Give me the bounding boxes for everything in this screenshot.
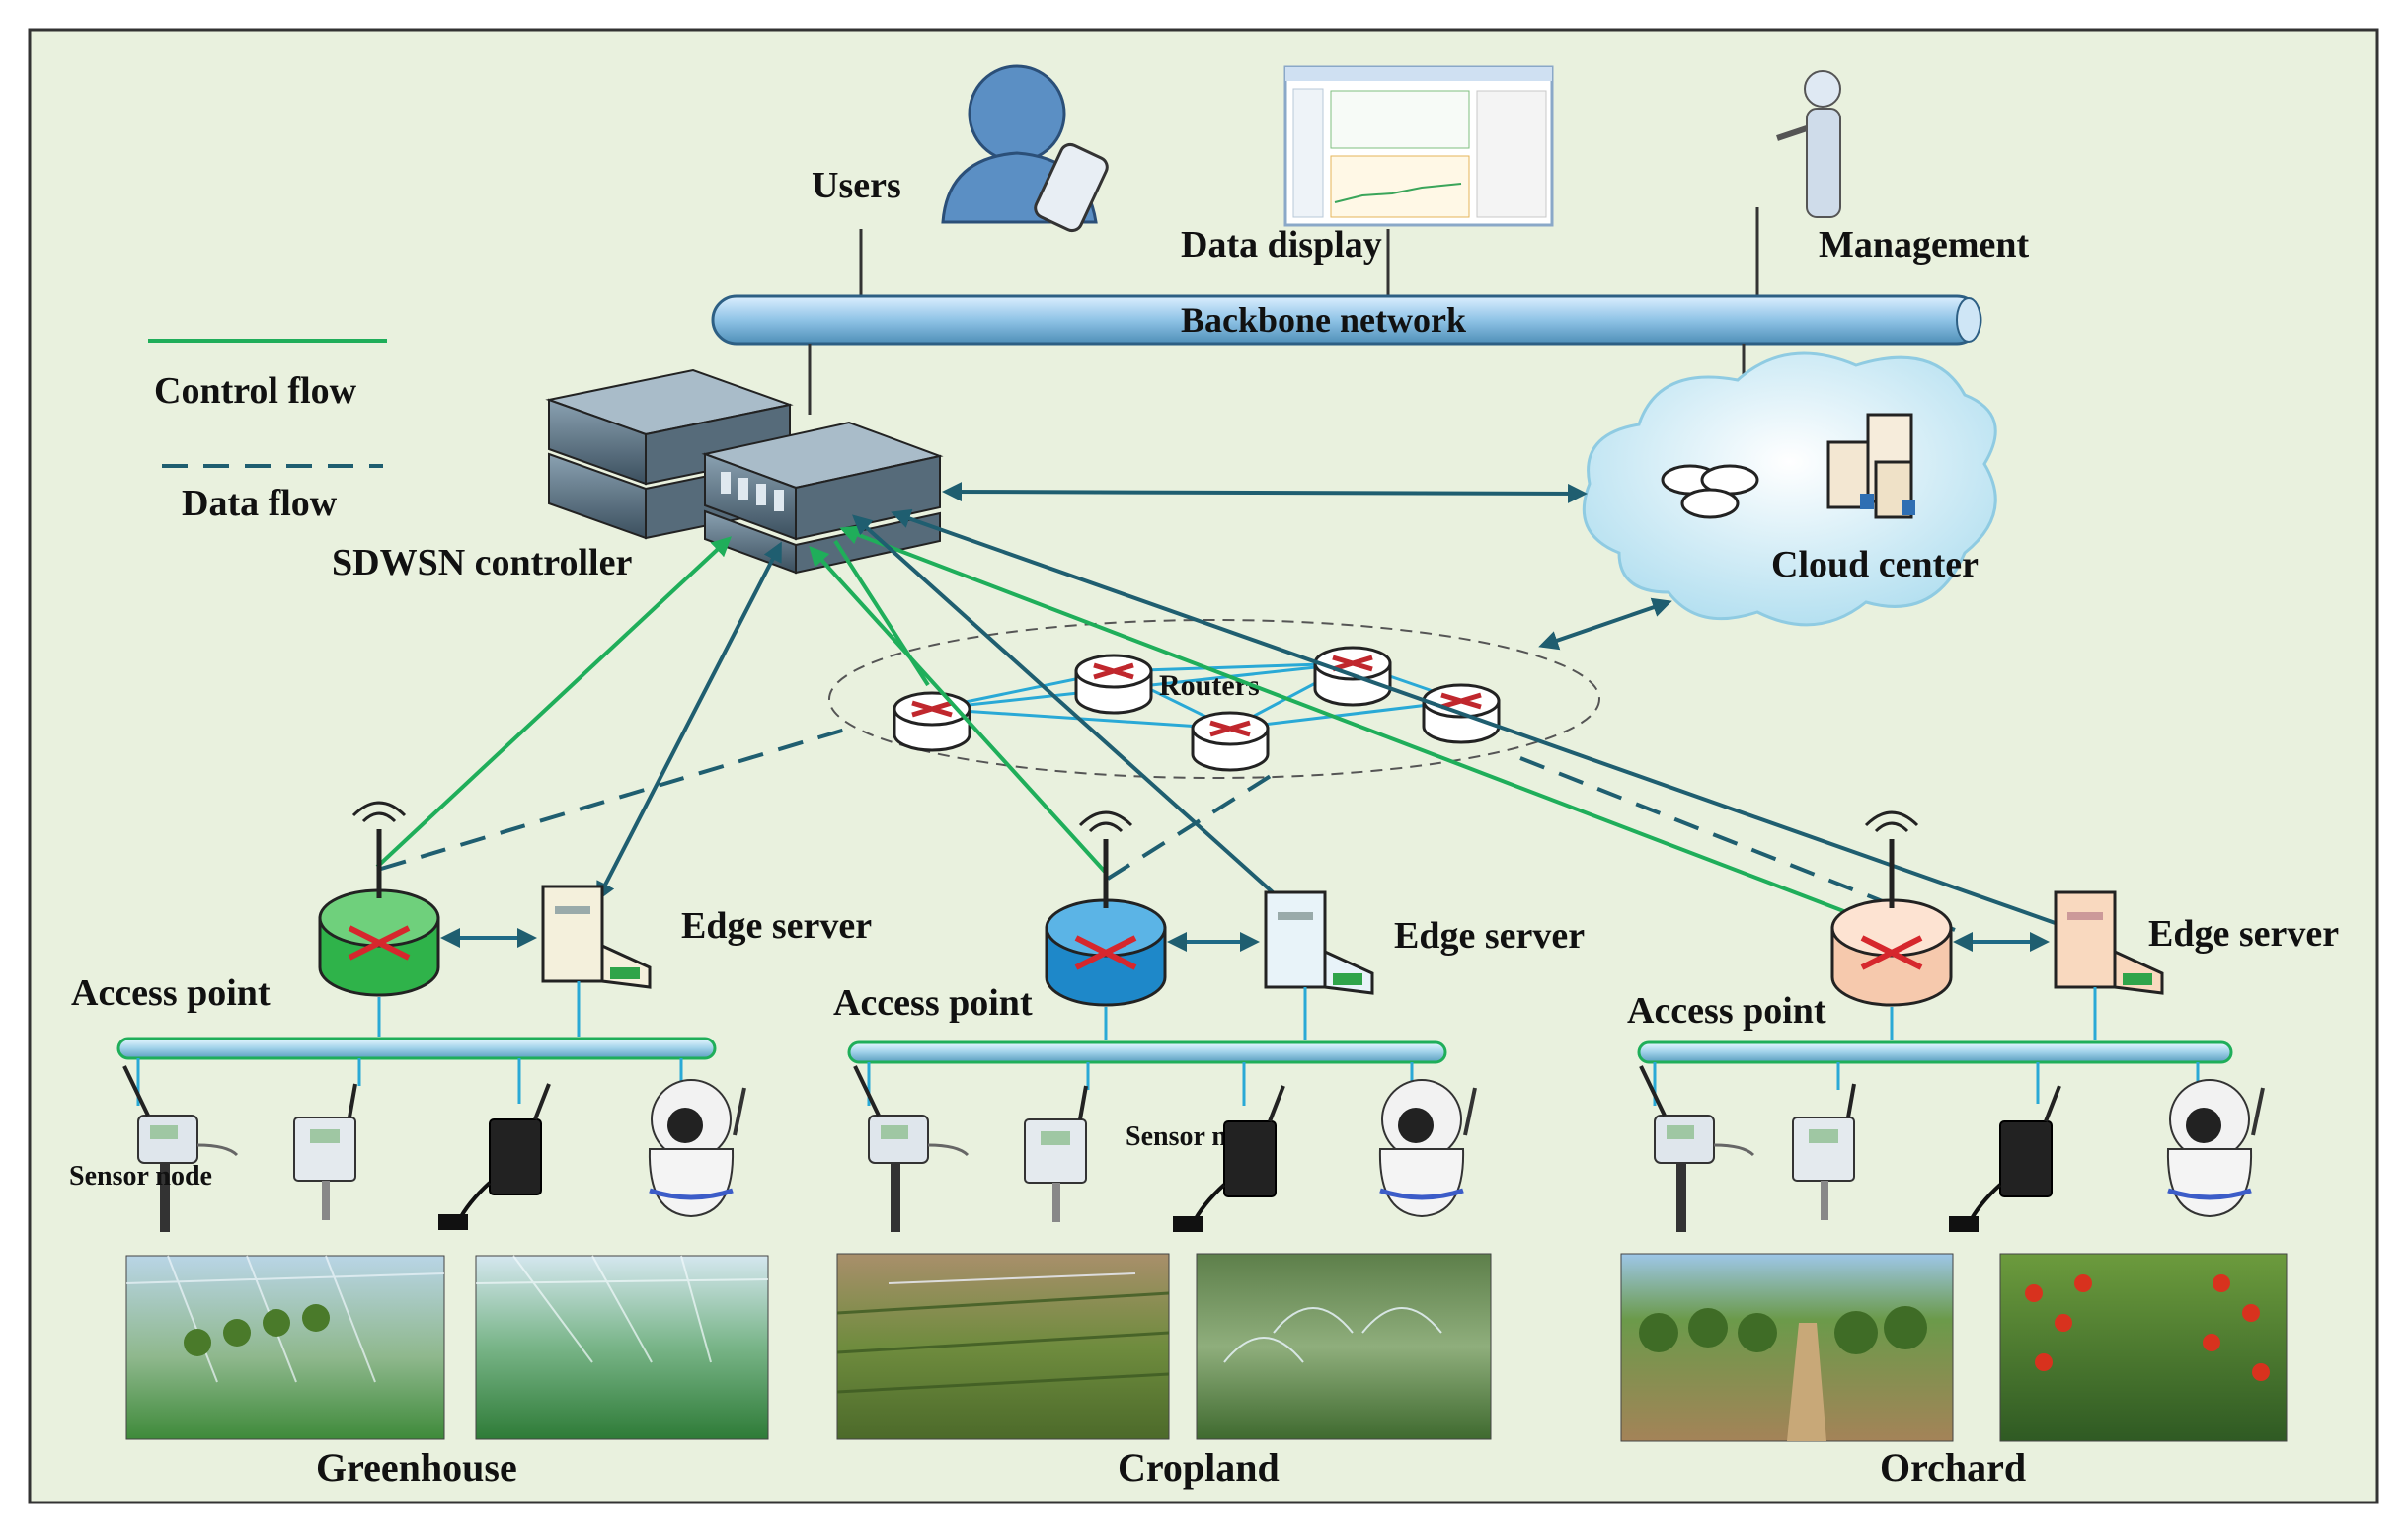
cloud-center-label: Cloud center <box>1771 544 1979 585</box>
greenhouse-zone: Edge server Access point Sensor node <box>69 801 872 1490</box>
orchard-photo-2 <box>1999 1253 2288 1442</box>
sensor-node-probe-icon <box>122 1065 239 1232</box>
data-flow-legend-label: Data flow <box>182 483 338 524</box>
router-1-icon <box>893 691 971 752</box>
orchard-zone: Edge server Access point <box>1620 810 2339 1490</box>
users-icon <box>941 64 1109 233</box>
backbone-network-label: Backbone network <box>1181 300 1466 340</box>
greenhouse-bus <box>116 1037 717 1060</box>
sdwsn-controller-server-rack <box>545 368 944 575</box>
orchard-access-point-label: Access point <box>1627 990 1826 1032</box>
cropland-edge-server-label: Edge server <box>1394 915 1585 957</box>
cropland-photo-2 <box>1196 1253 1492 1440</box>
greenhouse-edge-server-icon <box>541 885 652 989</box>
sensor-node-probe-icon <box>853 1065 970 1232</box>
cropland-zone: Edge server Access point Sensor node <box>833 810 1585 1490</box>
orchard-zone-label: Orchard <box>1880 1445 2026 1490</box>
data-display-screen-icon <box>1283 65 1554 227</box>
greenhouse-access-point-label: Access point <box>71 972 271 1014</box>
sensor-node-probe-icon <box>1639 1065 1755 1232</box>
orchard-edge-server-icon <box>2054 890 2164 995</box>
cropland-bus <box>847 1040 1447 1064</box>
sensor-box-icon <box>1792 1083 1856 1220</box>
cropland-edge-server-icon <box>1264 890 1374 995</box>
management-icon <box>1776 70 1841 218</box>
orchard-bus <box>1637 1040 2233 1064</box>
greenhouse-sensor-node-label: Sensor node <box>69 1161 212 1192</box>
camera-icon <box>2166 1079 2265 1218</box>
greenhouse-access-point-icon <box>318 801 440 997</box>
backbone-network-pipe <box>711 294 1982 346</box>
management-label: Management <box>1819 224 2030 266</box>
sdwsn-controller-label: SDWSN controller <box>332 542 632 583</box>
orchard-photo-1 <box>1620 1253 1954 1442</box>
cropland-zone-label: Cropland <box>1118 1445 1280 1490</box>
controller-cloud-link <box>942 482 1588 503</box>
greenhouse-edge-server-label: Edge server <box>681 905 872 947</box>
orchard-edge-server-label: Edge server <box>2148 913 2339 955</box>
users-label: Users <box>812 165 901 206</box>
cropland-access-point-label: Access point <box>833 982 1033 1024</box>
wireless-logger-icon <box>1173 1085 1285 1232</box>
sensor-box-icon <box>293 1083 357 1220</box>
data-flow-links <box>596 508 2101 943</box>
camera-icon <box>1378 1079 1477 1218</box>
orchard-access-point-icon <box>1830 810 1953 1007</box>
router-2-icon <box>1074 654 1153 715</box>
greenhouse-photo-1 <box>125 1255 445 1440</box>
cropland-photo-1 <box>836 1253 1170 1440</box>
wireless-logger-icon <box>1949 1085 2061 1232</box>
sensor-box-icon <box>1024 1085 1088 1222</box>
database-icon <box>1661 464 1759 519</box>
cloud-servers-icon <box>1826 413 1915 519</box>
data-display-label: Data display <box>1181 224 1382 266</box>
routers-label: Routers <box>1159 669 1260 702</box>
greenhouse-zone-label: Greenhouse <box>316 1445 517 1490</box>
control-flow-legend-label: Control flow <box>154 370 357 412</box>
router-3-icon <box>1191 711 1270 772</box>
cropland-access-point-icon <box>1045 810 1167 1007</box>
greenhouse-photo-2 <box>475 1255 769 1440</box>
camera-icon <box>648 1079 746 1218</box>
wireless-logger-icon <box>438 1083 551 1230</box>
